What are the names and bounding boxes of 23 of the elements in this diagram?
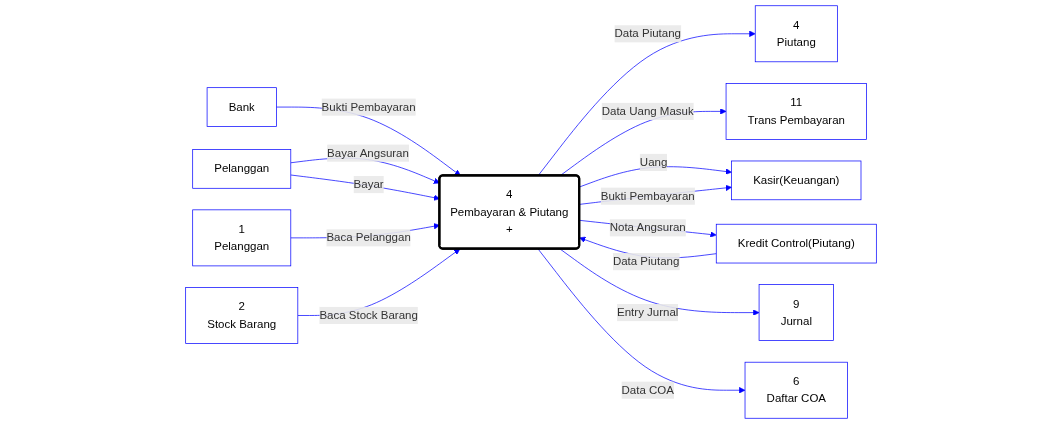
- edge-label: Data Piutang: [614, 27, 681, 40]
- edge-label: Bukti Pembayaran: [600, 189, 695, 202]
- edge-label: Data Piutang: [612, 255, 680, 268]
- node-box: Bank: [206, 87, 277, 127]
- edge-label: Baca Stock Barang: [319, 309, 418, 322]
- edge-label: Data Uang Masuk: [601, 104, 694, 118]
- edge-label: Data COA: [621, 383, 674, 396]
- edge-label: Uang: [639, 155, 668, 169]
- node-box: 4 Piutang: [754, 5, 838, 63]
- node-box: 11 Trans Pembayaran: [725, 83, 867, 140]
- edge-label: Bayar: [353, 178, 384, 191]
- node-box: 9 Jurnal: [758, 284, 834, 341]
- edge-label: Entry Jurnal: [617, 306, 679, 319]
- edge-label: Bayar Angsuran: [327, 146, 409, 159]
- node-box: Pelanggan: [192, 149, 292, 189]
- node-box: Kasir(Keuangan): [731, 160, 862, 201]
- edge-label: Bukti Pembayaran: [321, 100, 416, 113]
- node-box: 1 Pelanggan: [192, 209, 292, 267]
- node-box: Kredit Control(Piutang): [715, 223, 877, 264]
- node-box: 6 Daftar COA: [744, 361, 848, 419]
- node-box: 2 Stock Barang: [185, 287, 299, 344]
- edge-label: Nota Angsuran: [609, 221, 686, 234]
- edge-label: Baca Pelanggan: [326, 231, 411, 244]
